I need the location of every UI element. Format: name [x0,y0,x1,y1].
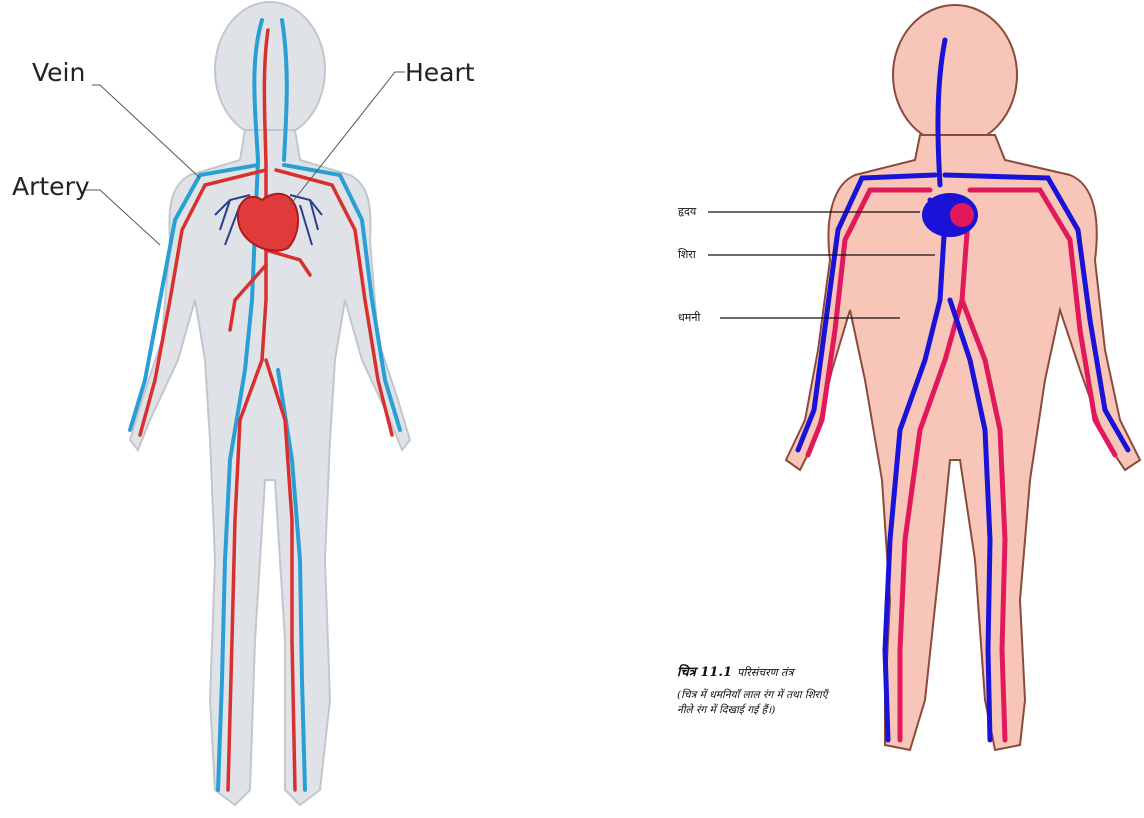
heart-label-hindi: हृदय [678,204,696,219]
figure-number: चित्र 11.1 [677,665,732,680]
right-circulatory-diagram: हृदय शिरा धमनी चित्र 11.1 परिसंचरण तंत्र… [600,0,1144,818]
vein-label-hindi: शिरा [678,247,696,262]
figure-caption: चित्र 11.1 परिसंचरण तंत्र (चित्र में धमन… [677,661,907,718]
left-circulatory-diagram: Vein Heart Artery [0,0,560,818]
artery-label-hindi: धमनी [678,310,700,325]
left-body-illustration [0,0,560,818]
figure-note: (चित्र में धमनियाँ लाल रंग में तथा शिराए… [677,688,832,718]
left-body-silhouette [130,2,410,805]
heart-label: Heart [405,58,475,87]
vein-label: Vein [32,58,85,87]
right-heart-atrium [950,203,974,227]
figure-title: परिसंचरण तंत्र [737,666,793,679]
artery-label: Artery [12,172,90,201]
